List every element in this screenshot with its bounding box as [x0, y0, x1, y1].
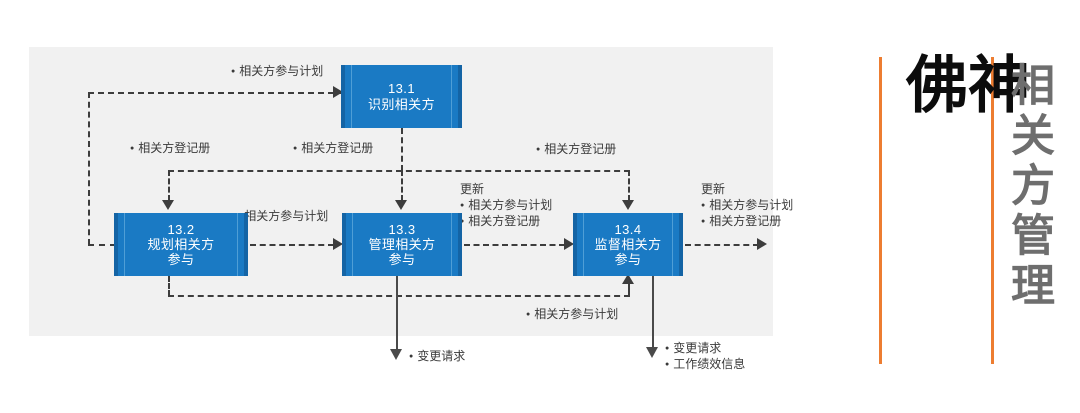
arrowhead-into-132-top: [162, 200, 174, 210]
connector-register-to-132: [168, 170, 170, 201]
label-update-right: 更新 相关方参与计划 相关方登记册: [701, 181, 793, 230]
process-box-13-4[interactable]: 13.4 监督相关方 参与: [573, 213, 683, 276]
process-number-13-4: 13.4: [614, 221, 642, 237]
label-plan-to-131: 相关方参与计划: [231, 63, 323, 79]
process-box-13-3[interactable]: 13.3 管理相关方 参与: [342, 213, 462, 276]
label-plan-132-to-133: 相关方参与计划: [236, 208, 328, 224]
arrowhead-into-131-left: [333, 86, 343, 98]
connector-134-output-right: [685, 244, 759, 246]
process-number-13-2: 13.2: [167, 221, 195, 237]
process-box-13-1[interactable]: 13.1 识别相关方: [341, 65, 462, 128]
label-134-outputs: 变更请求 工作绩效信息: [665, 340, 745, 372]
process-name-13-4: 监督相关方 参与: [594, 236, 662, 268]
watermark-title: 神 佛: [895, 52, 1030, 370]
connector-feedback-bus: [168, 295, 630, 297]
connector-feedback-up: [628, 284, 630, 296]
chapter-title: 相关方管理: [1003, 62, 1054, 312]
connector-feedback-down: [168, 276, 170, 296]
label-register-right: 相关方登记册: [536, 141, 616, 157]
label-update-middle: 更新 相关方参与计划 相关方登记册: [460, 181, 552, 230]
arrowhead-into-133-top: [395, 200, 407, 210]
watermark-char-2: 佛: [895, 52, 968, 114]
connector-134-outputs: [652, 276, 654, 348]
process-name-13-3: 管理相关方 参与: [368, 236, 436, 268]
connector-133-to-134: [464, 244, 565, 246]
label-register-left: 相关方登记册: [130, 140, 210, 156]
data-flow-diagram: 相关方参与计划 相关方登记册 相关方登记册 相关方登记册 相关方参与计划 更新 …: [0, 0, 840, 413]
arrowhead-into-134-left: [564, 238, 574, 250]
accent-rule-left: [879, 57, 882, 364]
accent-rule-right: [991, 57, 994, 364]
connector-132-to-133: [250, 244, 334, 246]
process-box-13-2[interactable]: 13.2 规划相关方 参与: [114, 213, 248, 276]
connector-register-to-133: [401, 170, 403, 201]
connector-register-bus: [168, 170, 630, 172]
connector-132-to-131-vertical: [88, 92, 90, 245]
arrowhead-into-134-top: [622, 200, 634, 210]
connector-131-down-stem: [401, 128, 403, 171]
arrowhead-134-outputs: [646, 347, 658, 358]
connector-132-to-131-top: [88, 92, 344, 94]
arrowhead-134-output: [757, 238, 767, 250]
connector-into-132-left: [88, 244, 116, 246]
label-feedback-plan: 相关方参与计划: [526, 306, 618, 322]
connector-133-change-request: [396, 276, 398, 350]
label-register-mid: 相关方登记册: [293, 140, 373, 156]
process-number-13-3: 13.3: [388, 221, 416, 237]
arrowhead-133-change-request: [390, 349, 402, 360]
watermark-char-1: 神: [957, 52, 1030, 114]
process-name-13-2: 规划相关方 参与: [147, 236, 215, 268]
process-number-13-1: 13.1: [388, 81, 415, 97]
label-133-change-request: 变更请求: [409, 348, 465, 364]
arrowhead-into-134-bottom: [622, 274, 634, 284]
connector-register-to-134: [628, 170, 630, 201]
arrowhead-into-133-left: [333, 238, 343, 250]
process-name-13-1: 识别相关方: [367, 96, 435, 112]
